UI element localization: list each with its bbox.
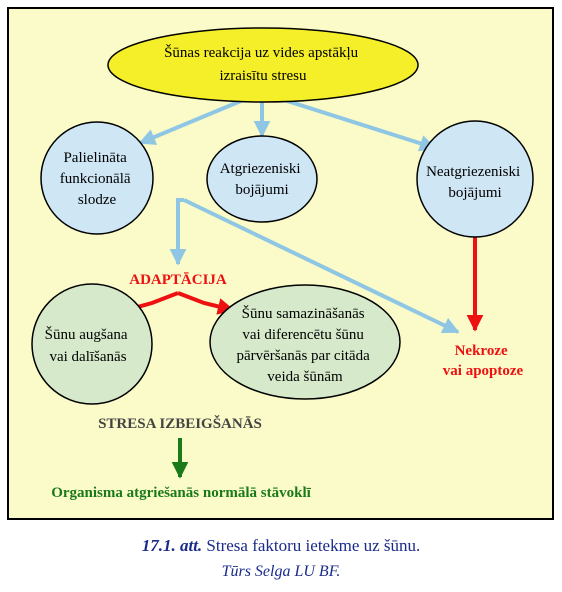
arrow-adaptation-right xyxy=(177,291,235,315)
svg-text:Šūnu samazināšanās vai dif: Šūnu samazināšanās vai diferencētu šūnu … xyxy=(236,305,373,385)
node-irreversible-damage xyxy=(416,120,534,238)
top-node-line-2: izraisītu stresu xyxy=(219,68,307,84)
arrow-to-increased-load xyxy=(138,96,249,145)
node-cell-growth xyxy=(31,283,153,405)
node-increased-load xyxy=(40,121,154,235)
node-cell-reduction xyxy=(209,284,401,400)
svg-text:Atgriezeniski bojājumi: Atgriezeniski bojājumi xyxy=(220,161,305,198)
caption-text: Stresa faktoru ietekme uz šūnu. xyxy=(202,536,421,555)
svg-text:Šūnas reakcija uz vides apstāk: Šūnas reakcija uz vides apstākļu izraisī… xyxy=(164,44,362,84)
svg-text:Nekroze vai apoptoze: Nekroze vai apoptoze xyxy=(443,343,524,379)
svg-text:Šūnu augšana vai dalīšanās: Šūnu augšana vai dalīšanās xyxy=(45,326,132,365)
node-increased-load-line-2: funkcionālā xyxy=(60,171,131,187)
node-cell-reduction-line-4: veida šūnām xyxy=(267,369,343,385)
top-node-line-1: Šūnas reakcija uz vides apstākļu xyxy=(164,44,359,61)
figure-number: 17.1. att. xyxy=(141,536,203,555)
node-irreversible-damage-line-2: bojājumi xyxy=(448,185,501,201)
node-reversible-damage xyxy=(206,135,318,223)
arrow-to-irreversible-damage xyxy=(277,96,437,152)
node-irreversible-damage-line-1: Neatgriezeniski xyxy=(426,164,520,180)
adaptation-label: ADAPTĀCIJA xyxy=(129,272,227,288)
arrow-to-adaptation xyxy=(169,198,187,266)
node-cell-reduction-line-1: Šūnu samazināšanās xyxy=(242,305,365,322)
top-node xyxy=(107,27,419,103)
stress-end-label: STRESA IZBEIGŠANĀS xyxy=(98,415,262,432)
node-cell-reduction-line-2: vai diferencētu šūnu xyxy=(242,327,364,343)
node-increased-load-line-1: Palielināta xyxy=(63,150,127,166)
caption-line: 17.1. att. Stresa faktoru ietekme uz šūn… xyxy=(0,534,562,558)
node-reversible-damage-line-1: Atgriezeniski xyxy=(220,161,301,177)
node-increased-load-line-3: slodze xyxy=(78,192,117,208)
node-cell-reduction-line-3: pārvēršanās par citāda xyxy=(236,348,370,364)
caption-source: Tūrs Selga LU BF. xyxy=(221,563,341,580)
node-reversible-damage-line-2: bojājumi xyxy=(235,182,288,198)
svg-text:Neatgriezeniski bojājumi: Neatgriezeniski bojājumi xyxy=(426,164,524,201)
arrow-load-to-necrosis xyxy=(183,198,460,334)
figure-caption: 17.1. att. Stresa faktoru ietekme uz šūn… xyxy=(0,534,562,584)
node-cell-growth-line-1: Šūnu augšana xyxy=(45,326,128,343)
necrosis-line-1: Nekroze xyxy=(455,343,508,359)
necrosis-line-2: vai apoptoze xyxy=(443,363,524,379)
node-cell-growth-line-2: vai dalīšanās xyxy=(49,349,126,365)
normal-state-label: Organisma atgriešanās normālā stāvoklī xyxy=(51,485,311,501)
svg-text:Palielināta funkcionālā: Palielināta funkcionālā slodze xyxy=(60,150,135,208)
